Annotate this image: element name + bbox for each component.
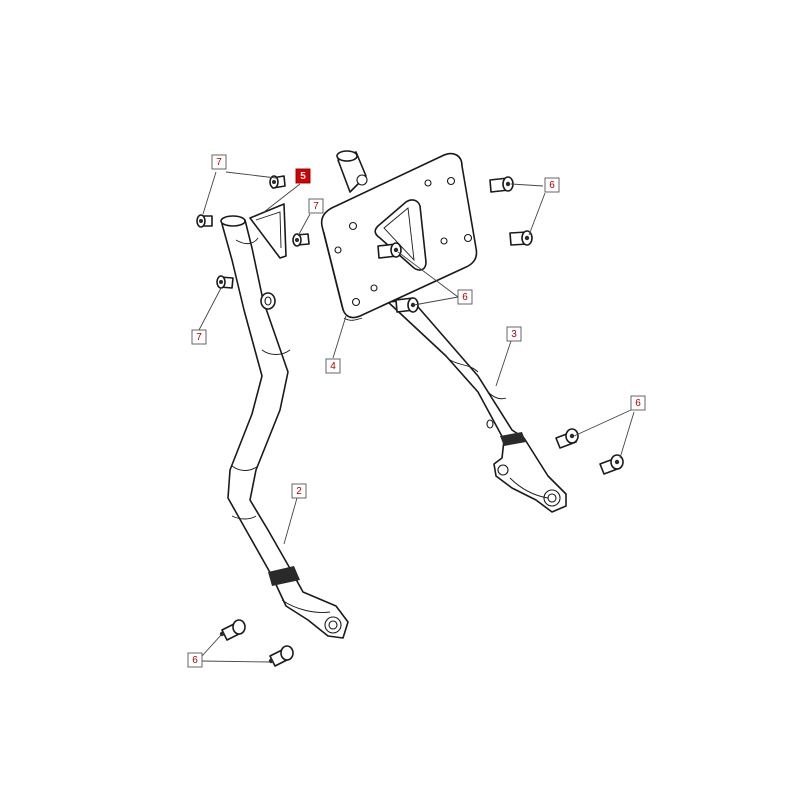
bolt-7-middle (292, 233, 310, 247)
callout-6-top-right-text: 6 (549, 180, 555, 191)
callout-7-middle: 7 (308, 198, 324, 214)
callout-7-middle-text: 7 (313, 201, 319, 212)
callout-7-lower-text: 7 (196, 332, 202, 343)
bolt-6-plate-1 (377, 242, 402, 259)
callout-7-top: 7 (211, 154, 227, 170)
callout-6-bottom: 6 (187, 652, 203, 668)
callout-6-right: 6 (630, 395, 646, 411)
callout-6-plate: 6 (457, 289, 473, 305)
bolt-7-left-lower (216, 275, 234, 289)
callout-4-text: 4 (330, 361, 336, 372)
callout-3-text: 3 (511, 329, 517, 340)
part-2-left-bar (220, 215, 349, 639)
bolt-6-bottom-2 (268, 645, 294, 667)
callout-6-plate-text: 6 (462, 292, 468, 303)
callout-5-text: 5 (300, 171, 306, 182)
callout-4: 4 (325, 358, 341, 374)
callout-7-top-text: 7 (216, 157, 222, 168)
bolt-6-right-2 (599, 454, 624, 475)
leader-lines (198, 171, 635, 663)
callout-5: 5 (295, 168, 311, 184)
bolt-7-top (269, 175, 286, 189)
bolt-6-top-right-2 (509, 230, 533, 246)
bolt-6-right-1 (555, 428, 579, 449)
bolt-6-top-right-1 (489, 176, 514, 193)
bolt-6-plate-2 (395, 297, 419, 313)
bolt-group (196, 175, 624, 667)
callout-7-lower: 7 (191, 329, 207, 345)
part-4-mounting-plate (320, 150, 478, 321)
callout-3: 3 (506, 326, 522, 342)
callout-6-bottom-text: 6 (192, 655, 198, 666)
bolt-6-bottom-1 (219, 619, 246, 641)
part-3-right-bar (387, 299, 567, 513)
part-5-bracket (249, 203, 287, 259)
callout-6-right-text: 6 (635, 398, 641, 409)
callout-6-top-right: 6 (544, 177, 560, 193)
bolt-7-left-upper (196, 214, 213, 228)
callout-2: 2 (291, 483, 307, 499)
callout-2-text: 2 (296, 486, 302, 497)
